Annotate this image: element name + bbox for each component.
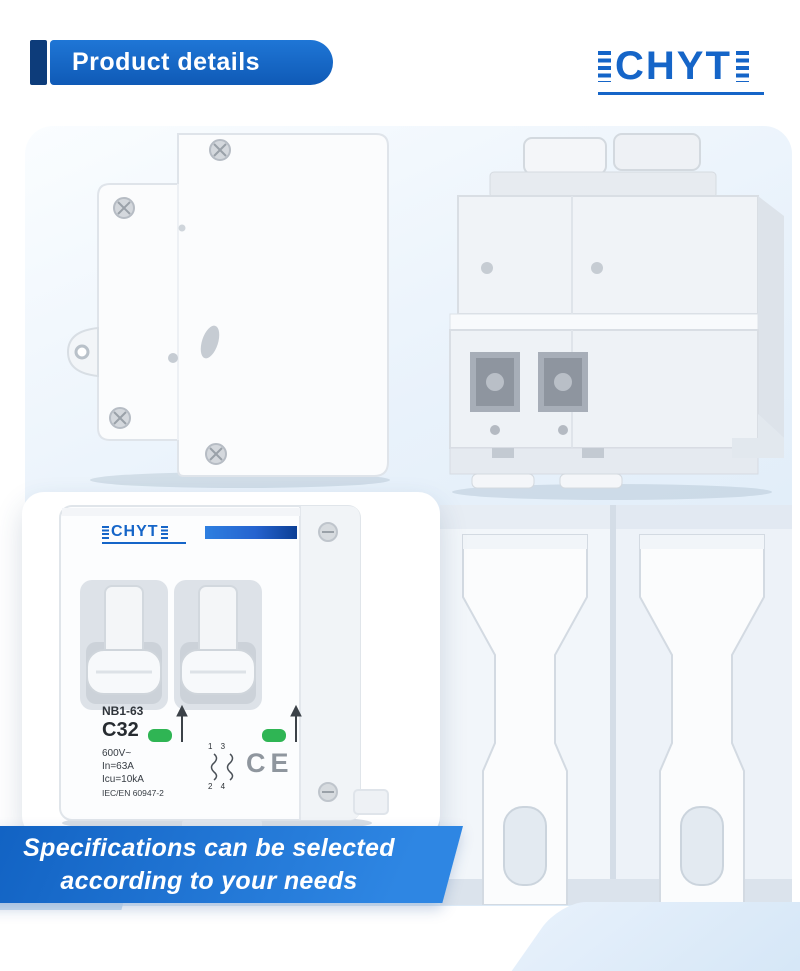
- spec-line-2: according to your needs: [60, 866, 358, 895]
- mcb-side-view-photo: [30, 128, 430, 490]
- side-slots: [168, 224, 220, 363]
- mcb-din-clip-photo: [440, 505, 792, 905]
- rear-din-foot: [449, 414, 784, 475]
- rated-current-label: In=63A: [102, 761, 134, 772]
- brand-logo: CHYT: [598, 46, 749, 86]
- mcb-din-clip-drawing: [440, 505, 792, 905]
- spec-banner: Specifications can be selected according…: [0, 826, 463, 903]
- rear-terminal-windows: [470, 352, 588, 435]
- voltage-label: 600V~: [102, 748, 132, 759]
- spec-banner-text: Specifications can be selected according…: [0, 826, 463, 903]
- side-mount-ear: [66, 326, 99, 378]
- standard-label: IEC/EN 60947-2: [102, 788, 164, 798]
- indicator-windows: [148, 729, 286, 742]
- corner-wedge-shape: [511, 902, 800, 971]
- product-details-banner: Product details: [50, 40, 333, 85]
- side-screw-slots: [113, 143, 227, 461]
- mcb-rear-view-drawing: [449, 133, 784, 500]
- clip-left: [462, 534, 588, 905]
- side-body: [97, 133, 389, 477]
- rating-label: C32: [102, 719, 139, 741]
- panel-screws: [318, 522, 338, 802]
- ce-mark: CE: [246, 748, 294, 778]
- clip-right: [639, 534, 765, 905]
- logo-letters: CHYT: [615, 44, 732, 88]
- mcb-front-view-drawing: [59, 505, 389, 832]
- trip-arrows: [176, 704, 302, 742]
- mcb-rear-view-photo: [432, 128, 790, 502]
- mini-logo-stripe-i-right-icon: [160, 525, 168, 539]
- bottom-din-clip: [182, 789, 389, 829]
- page-title: Product details: [72, 48, 261, 76]
- circuit-symbol: [210, 753, 234, 781]
- breaking-capacity-label: Icu=10kA: [102, 774, 144, 785]
- breaker-brand-logo: CHYT: [102, 524, 168, 540]
- rear-handles: [489, 133, 717, 199]
- rear-shadow: [452, 484, 772, 500]
- front-photo-card: CHYT NB1-63 C32 600V~ In=63A Icu=10kA IE…: [22, 492, 440, 838]
- model-label: NB1-63: [102, 704, 144, 718]
- logo-underline: [598, 92, 764, 95]
- toggle-right: [174, 580, 262, 710]
- mini-logo-underline: [102, 542, 186, 544]
- rear-clips: [471, 473, 623, 489]
- header-accent-bar: [30, 40, 47, 85]
- mcb-side-view-drawing: [66, 133, 390, 488]
- toggle-left: [80, 580, 168, 710]
- mini-logo-stripe-i-left-icon: [102, 525, 109, 539]
- rear-body: [449, 195, 784, 449]
- panel-seam: [610, 505, 616, 905]
- logo-stripe-i-left-icon: [598, 50, 611, 82]
- terminal-top-label: 1 3: [208, 742, 229, 751]
- mini-logo-letters: CHYT: [111, 523, 159, 540]
- spec-line-1: Specifications can be selected: [23, 834, 395, 862]
- terminal-bottom-label: 2 4: [208, 782, 229, 791]
- logo-stripe-i-right-icon: [735, 50, 749, 82]
- label-blue-stripe: [205, 526, 297, 539]
